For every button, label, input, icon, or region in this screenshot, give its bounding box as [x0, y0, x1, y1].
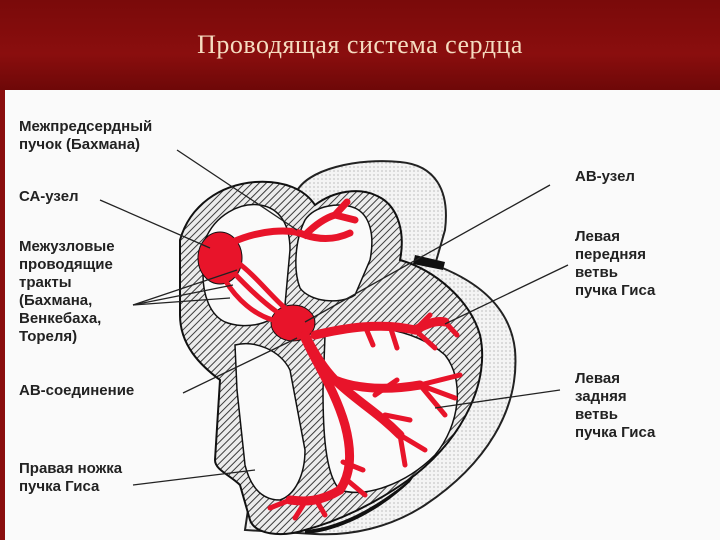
right-branch-fibers — [267, 459, 368, 521]
slide-title: Проводящая система сердца — [197, 30, 523, 59]
label-av-junction: АВ-соединение — [19, 382, 135, 399]
label-bachmann-bundle: Межпредсердный пучок (Бахмана) — [19, 118, 153, 153]
right-ventricle-cavity — [234, 343, 306, 501]
left-border-strip — [0, 90, 5, 540]
conduction-system — [197, 198, 463, 521]
label-internodal-tracts: Межузловые проводящие тракты (Бахмана, В… — [19, 238, 115, 345]
label-left-posterior-fascicle: Левая задняя ветвь пучка Гиса — [575, 370, 656, 441]
left-posterior-fascicle-fibers — [372, 372, 463, 468]
heart-diagram: Межпредсердный пучок (Бахмана) СА-узел М… — [5, 90, 720, 540]
leader-lines — [99, 149, 569, 486]
label-right-bundle-branch: Правая ножка пучка Гиса — [19, 460, 123, 495]
title-bar: Проводящая система сердца — [0, 0, 720, 90]
left-anterior-fascicle-fibers — [362, 312, 460, 351]
label-left-anterior-fascicle: Левая передняя ветвь пучка Гиса — [575, 228, 656, 299]
label-av-node: АВ-узел — [575, 168, 635, 185]
bachmann-branch — [229, 198, 359, 246]
heart-illustration — [99, 149, 569, 536]
label-sa-node: СА-узел — [19, 188, 79, 205]
septum-shadow — [413, 255, 445, 270]
